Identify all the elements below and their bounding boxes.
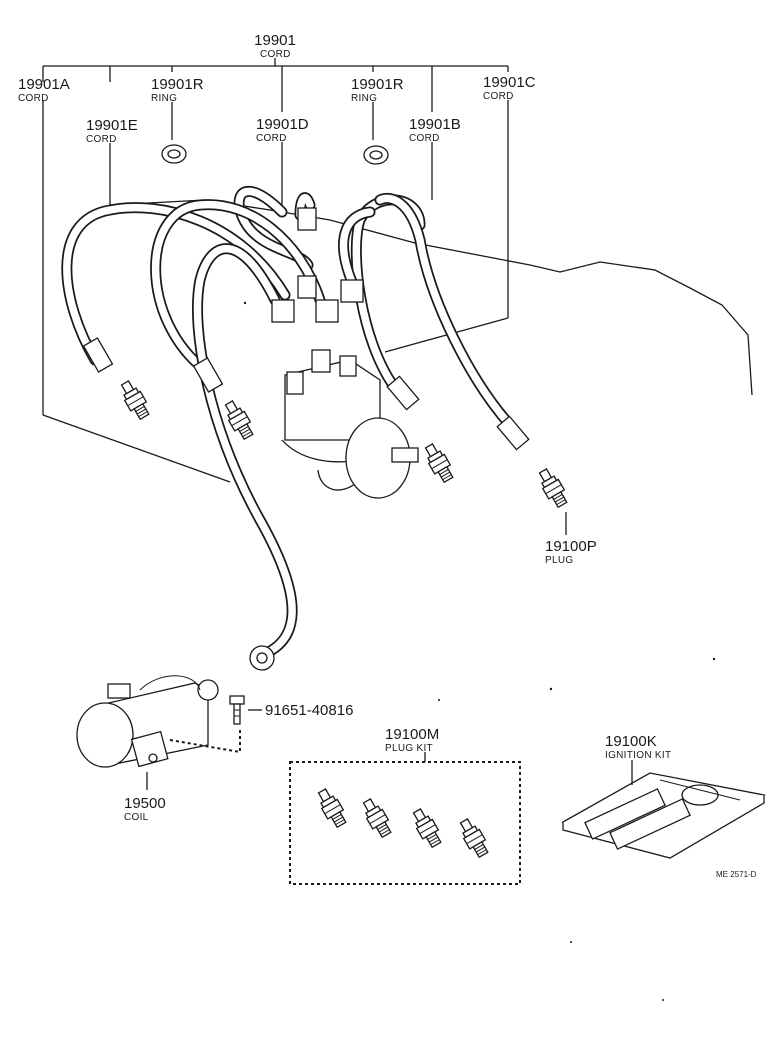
cord-d-number: 19901D <box>256 116 309 133</box>
cord-a-number: 19901A <box>18 76 70 93</box>
cord-set-number: 19901 <box>254 32 296 49</box>
ring-right-name: RING <box>351 93 377 104</box>
figure-reference: ME 2571-D <box>716 870 757 879</box>
ring-right[interactable] <box>363 145 389 165</box>
label-ring-left: 19901R RING <box>151 76 204 104</box>
label-ring-right: 19901R RING <box>351 76 404 104</box>
label-cord-a: 19901A CORD <box>18 76 70 104</box>
plug-name: PLUG <box>545 555 573 566</box>
plug-number: 19100P <box>545 538 597 555</box>
label-cord-c: 19901C CORD <box>483 74 536 102</box>
ring-left-name: RING <box>151 93 177 104</box>
ignition-cords[interactable] <box>61 186 516 661</box>
cord-a-name: CORD <box>18 93 49 104</box>
cord-leader-tree <box>42 58 509 415</box>
label-coil: 19500 COIL <box>124 795 166 823</box>
print-specks <box>243 301 716 1001</box>
label-cord-b: 19901B CORD <box>409 116 461 144</box>
label-plug-kit: 19100M PLUG KIT <box>385 726 439 754</box>
ignition-kit[interactable] <box>561 772 766 859</box>
plug-kit[interactable] <box>289 761 521 885</box>
label-ignition-kit: 19100K IGNITION KIT <box>605 733 671 761</box>
cord-e-number: 19901E <box>86 117 138 134</box>
cord-boots <box>82 207 530 671</box>
ignition-kit-name: IGNITION KIT <box>605 750 671 761</box>
label-plug: 19100P PLUG <box>545 538 597 566</box>
coil-number: 19500 <box>124 795 166 812</box>
cord-e-name: CORD <box>86 134 117 145</box>
cord-set-name: CORD <box>260 49 291 60</box>
cord-b-number: 19901B <box>409 116 461 133</box>
bolt-number: 91651-40816 <box>265 702 353 719</box>
coil-name: COIL <box>124 812 149 823</box>
ring-left-number: 19901R <box>151 76 204 93</box>
cord-d-name: CORD <box>256 133 287 144</box>
cord-c-number: 19901C <box>483 74 536 91</box>
label-cord-e: 19901E CORD <box>86 117 138 145</box>
cord-c-name: CORD <box>483 91 514 102</box>
label-bolt: 91651-40816 <box>265 702 353 719</box>
label-cord-d: 19901D CORD <box>256 116 309 144</box>
ignition-kit-number: 19100K <box>605 733 657 750</box>
label-cord-set: 19901 CORD <box>254 32 296 60</box>
ring-right-number: 19901R <box>351 76 404 93</box>
distributor[interactable] <box>281 349 419 499</box>
cord-b-name: CORD <box>409 133 440 144</box>
ring-left[interactable] <box>161 144 187 164</box>
plug-kit-name: PLUG KIT <box>385 743 433 754</box>
coil-bolt[interactable] <box>229 695 245 725</box>
ignition-coil[interactable] <box>76 675 219 768</box>
plug-kit-number: 19100M <box>385 726 439 743</box>
